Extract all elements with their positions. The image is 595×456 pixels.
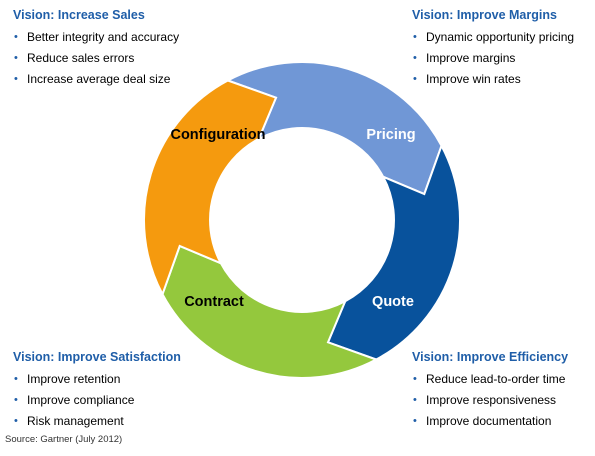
vision-panel-increase-sales: Vision: Increase Sales Better integrity … <box>13 7 179 90</box>
vision-panel-improve-satisfaction: Vision: Improve Satisfaction Improve ret… <box>13 349 181 432</box>
list-item: Improve margins <box>412 48 574 69</box>
vision-title: Vision: Improve Satisfaction <box>13 350 181 364</box>
list-item: Improve responsiveness <box>412 390 568 411</box>
vision-title: Vision: Improve Efficiency <box>412 350 569 364</box>
vision-list: Better integrity and accuracy Reduce sal… <box>13 27 179 90</box>
list-item: Risk management <box>13 411 181 432</box>
list-item: Improve documentation <box>412 411 568 432</box>
vision-list: Improve retention Improve compliance Ris… <box>13 369 181 432</box>
quote-label: Quote <box>372 294 414 310</box>
contract-label: Contract <box>184 294 244 310</box>
vision-list: Dynamic opportunity pricing Improve marg… <box>412 27 574 90</box>
vision-panel-improve-margins: Vision: Improve Margins Dynamic opportun… <box>412 7 574 90</box>
list-item: Reduce sales errors <box>13 48 179 69</box>
list-item: Better integrity and accuracy <box>13 27 179 48</box>
vision-title: Vision: Increase Sales <box>13 8 145 22</box>
vision-title: Vision: Improve Margins <box>412 8 557 22</box>
list-item: Increase average deal size <box>13 69 179 90</box>
list-item: Improve win rates <box>412 69 574 90</box>
list-item: Improve compliance <box>13 390 181 411</box>
configuration-label: Configuration <box>170 127 265 143</box>
pricing-label: Pricing <box>366 127 415 143</box>
configuration-segment <box>143 79 278 297</box>
source-note: Source: Gartner (July 2012) <box>5 434 123 445</box>
list-item: Dynamic opportunity pricing <box>412 27 574 48</box>
vision-list: Reduce lead-to-order time Improve respon… <box>412 369 568 432</box>
list-item: Reduce lead-to-order time <box>412 369 568 390</box>
vision-panel-improve-efficiency: Vision: Improve Efficiency Reduce lead-t… <box>412 349 568 432</box>
list-item: Improve retention <box>13 369 181 390</box>
